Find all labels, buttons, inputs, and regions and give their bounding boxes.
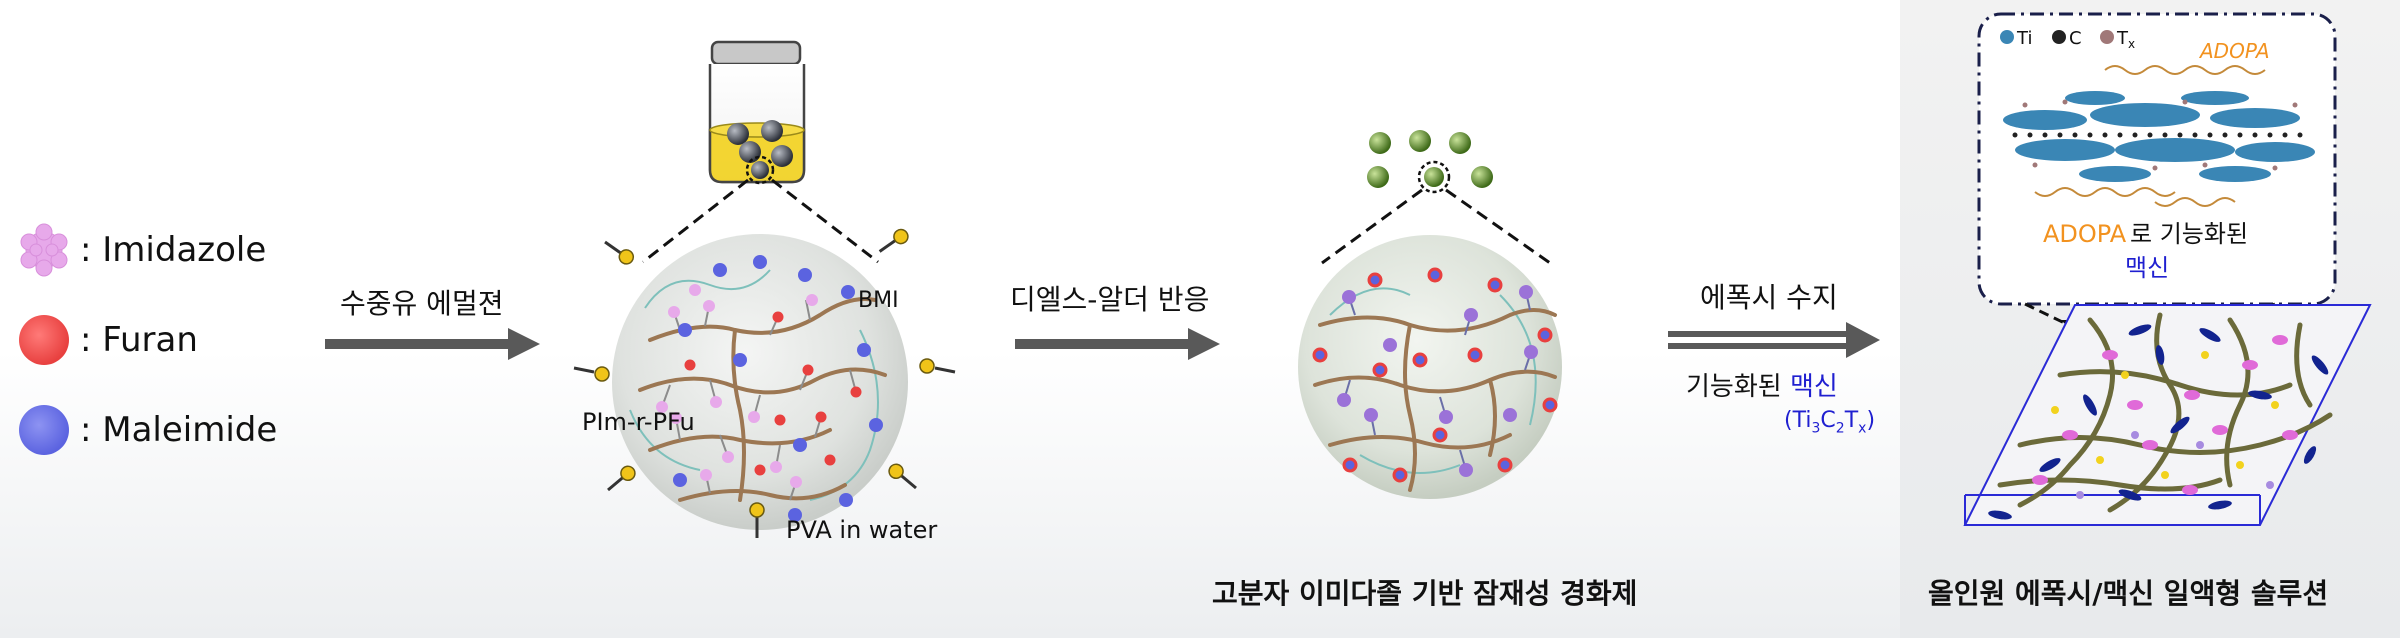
imidazole-blob-icon <box>20 223 68 277</box>
inset-caption-functionalized: 로 기능화된 <box>2130 220 2248 248</box>
emulsion-droplet-diagram: BMI <box>573 40 956 538</box>
pva-surfactants <box>573 228 956 538</box>
pva-label: PVA in water <box>786 516 938 544</box>
legend-imidazole-label: : Imidazole <box>80 230 267 270</box>
step2-label: 디엘스-알더 반응 <box>1010 283 1210 316</box>
legend-maleimide-label: : Maleimide <box>80 410 278 450</box>
final-caption: 올인원 에폭시/맥신 일액형 솔루션 <box>1928 577 2329 610</box>
polymer-label: PIm-r-PFu <box>582 408 695 436</box>
bmi-label: BMI <box>858 288 899 313</box>
maleimide-dot-icon <box>19 405 69 455</box>
step1-arrow <box>325 328 540 360</box>
hardener-particle-diagram <box>1298 130 1562 499</box>
step3-double-arrow <box>1668 322 1880 358</box>
legend: : Imidazole : Furan : Maleimide <box>14 220 314 460</box>
step1-label: 수중유 에멀젼 <box>340 287 504 320</box>
step3-line1: 에폭시 수지 <box>1700 281 1838 314</box>
step3-mxene-text: 맥신 <box>1789 372 1838 402</box>
composite-network-box <box>1963 304 2372 526</box>
hardener-caption: 고분자 이미다졸 기반 잠재성 경화제 <box>1212 577 1638 610</box>
step3-line2: 기능화된 맥신 <box>1686 366 1838 403</box>
legend-ti-label: Ti <box>2016 28 2032 49</box>
step3-formula: (Ti3C2Tx) <box>1784 408 1876 437</box>
step2-arrow <box>1015 328 1220 360</box>
mxene-inset: Ti C Tx ADOPA ADOPA 로 기능화된 맥신 <box>1977 12 2337 332</box>
furan-dot-icon <box>19 315 69 365</box>
legend-c-label: C <box>2069 28 2082 49</box>
step3-functionalized-text: 기능화된 <box>1686 372 1790 402</box>
jar-icon <box>708 40 806 185</box>
legend-furan-label: : Furan <box>80 320 198 360</box>
adopa-molecule-label: ADOPA <box>2198 39 2270 63</box>
inset-caption-adopa: ADOPA <box>2043 220 2127 248</box>
inset-caption-mxene: 맥신 <box>2125 254 2169 282</box>
